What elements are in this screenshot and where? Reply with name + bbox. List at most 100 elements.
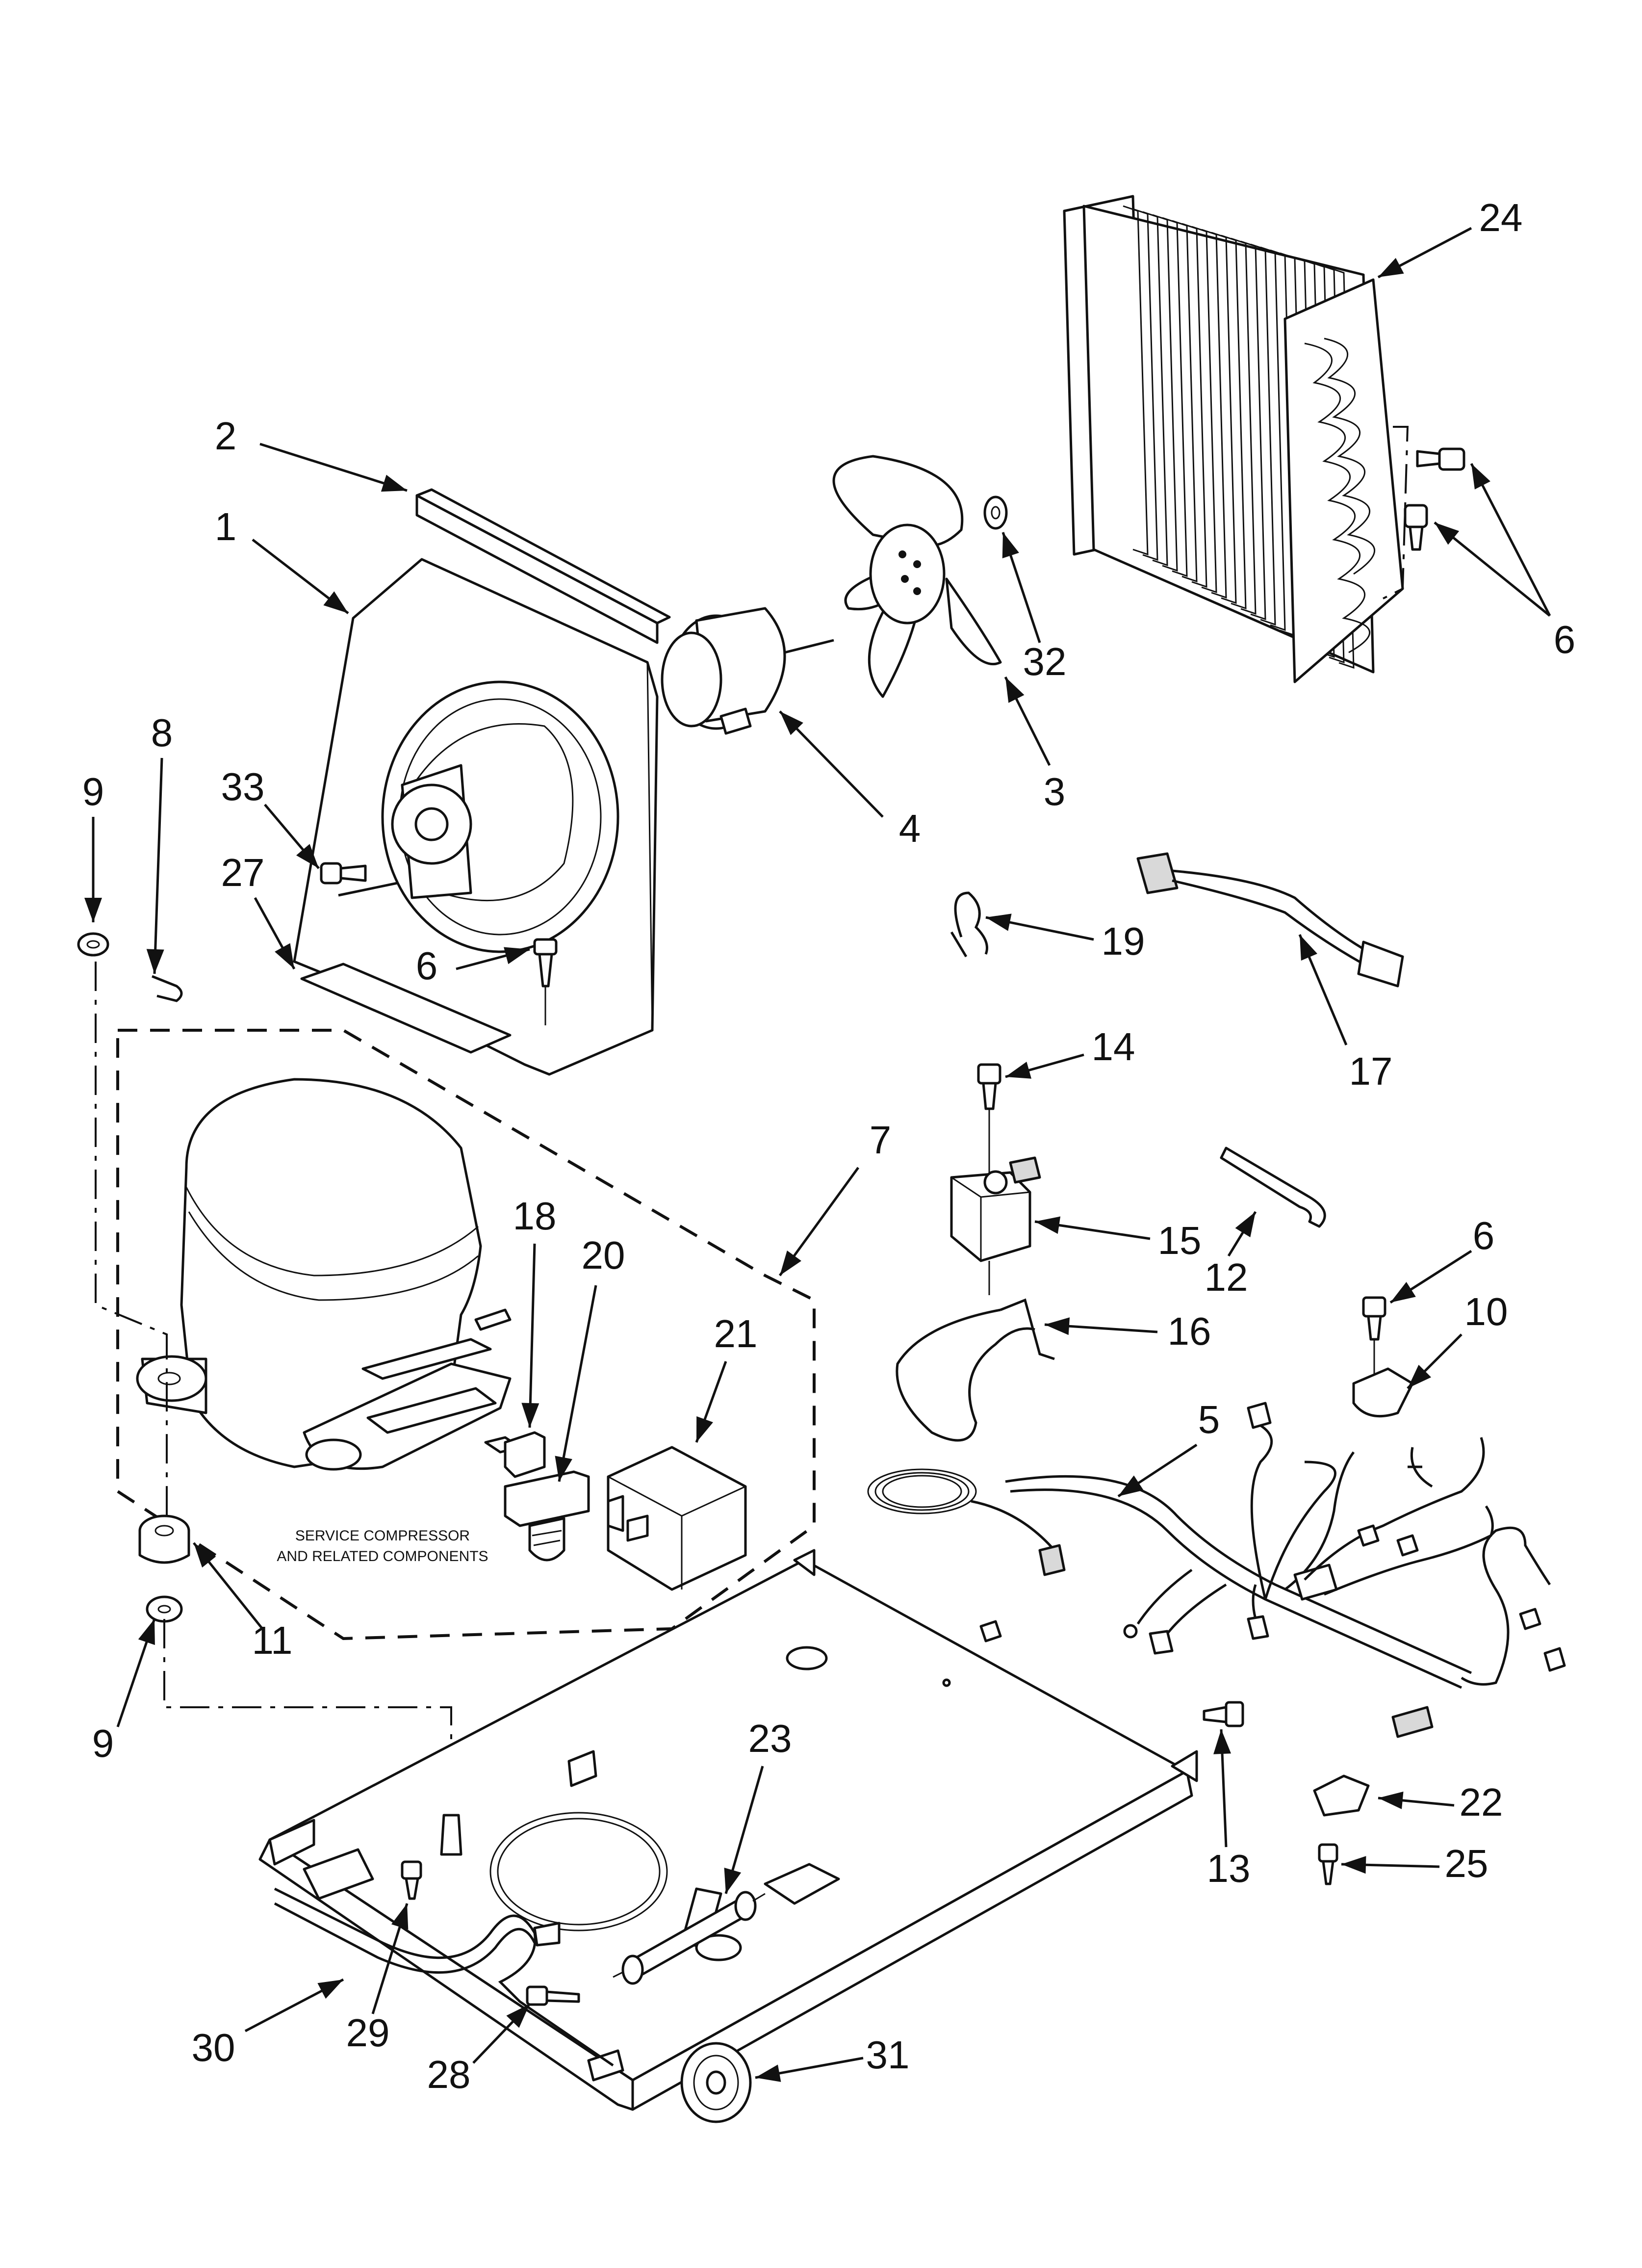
tube-12 <box>1220 1147 1326 1228</box>
condenser-fin <box>1191 226 1217 594</box>
leader-arrowhead <box>1118 1475 1144 1496</box>
leader-arrowhead <box>194 1543 216 1568</box>
bracket-plate <box>300 963 512 1054</box>
bolt-28 <box>526 1985 580 2006</box>
condenser-fin <box>1152 214 1178 572</box>
leader-arrowhead <box>696 1416 714 1442</box>
fan-motor <box>661 607 834 735</box>
leader-arrowhead <box>317 1980 343 1999</box>
condenser-fin <box>1123 205 1149 556</box>
callout-11: 11 <box>252 1618 292 1662</box>
leader-line <box>528 1243 536 1428</box>
grommet-11 <box>138 1514 190 1564</box>
callout-20: 20 <box>582 1233 625 1277</box>
callout-22: 22 <box>1460 1780 1503 1824</box>
leader-line <box>153 757 163 974</box>
callout-12: 12 <box>1205 1255 1248 1299</box>
washer-32 <box>983 495 1008 530</box>
callout-8: 8 <box>151 711 173 755</box>
callout-2: 2 <box>215 414 237 458</box>
callout-7: 7 <box>870 1118 892 1162</box>
callout-9-bottom: 9 <box>92 1721 114 1765</box>
leader-arrowhead <box>275 943 294 969</box>
callout-14: 14 <box>1092 1025 1135 1069</box>
leader-arrowhead <box>724 1867 742 1894</box>
screw-6-shroud <box>533 938 558 1025</box>
leader-arrowhead <box>1005 1062 1032 1079</box>
leader-arrowhead <box>138 1619 155 1645</box>
clip-22 <box>1313 1774 1370 1817</box>
leader-arrowhead <box>506 2004 530 2028</box>
screw-6-clamp <box>1362 1296 1386 1374</box>
screw-14 <box>977 1063 1001 1173</box>
callout-30: 30 <box>192 2026 235 2069</box>
fan-blade <box>832 455 1002 698</box>
callout-6-shroud: 6 <box>416 944 438 988</box>
callout-23: 23 <box>748 1717 792 1760</box>
condenser-fin <box>1162 217 1188 577</box>
callout-24: 24 <box>1479 196 1523 239</box>
leader-line <box>558 1285 597 1482</box>
callout-28: 28 <box>427 2053 471 2096</box>
callout-27: 27 <box>221 851 265 894</box>
clip-19 <box>950 891 988 958</box>
wire-harness-17 <box>1136 852 1404 988</box>
leader-arrowhead <box>504 947 530 965</box>
wire-bracket-16 <box>896 1298 1055 1442</box>
condenser-fin <box>1250 243 1276 626</box>
callout-31: 31 <box>866 2033 910 2077</box>
callout-10: 10 <box>1464 1290 1508 1333</box>
leader-arrowhead <box>323 591 348 613</box>
leader-line <box>1470 463 1551 617</box>
condenser-fin <box>1172 220 1198 583</box>
callout-6-clamp: 6 <box>1473 1214 1495 1257</box>
wheel-31 <box>680 2042 752 2123</box>
insulation-strip <box>415 488 671 644</box>
tube-30 <box>274 1887 614 2067</box>
leader-arrowhead <box>555 1456 572 1482</box>
leader-arrowhead <box>1435 522 1460 545</box>
screw-13 <box>1203 1701 1244 1727</box>
condenser-fin <box>1211 232 1237 604</box>
leader-arrowhead <box>1045 1317 1070 1335</box>
leader-arrowhead <box>1341 1856 1366 1874</box>
condenser-fin <box>1240 240 1266 621</box>
leader-arrowhead <box>1471 464 1490 490</box>
screw-33 <box>320 862 367 885</box>
condenser <box>1063 195 1409 683</box>
mounting-line-left <box>95 962 168 1516</box>
solenoid-15 <box>950 1156 1041 1295</box>
service-note-line1: SERVICE COMPRESSOR <box>295 1528 470 1544</box>
leader-arrowhead <box>1213 1729 1232 1754</box>
callout-1: 1 <box>215 505 237 548</box>
leader-lines <box>84 227 1551 2082</box>
leader-arrowhead <box>1300 935 1318 961</box>
condenser-fin <box>1181 223 1207 588</box>
condenser-fin <box>1260 246 1286 631</box>
leader-arrowhead <box>986 913 1012 931</box>
leader-arrowhead <box>780 1250 801 1276</box>
clip-8 <box>152 975 183 1002</box>
leader-arrowhead <box>1002 532 1019 559</box>
callout-25: 25 <box>1445 1842 1488 1885</box>
condenser-fin <box>1132 208 1158 561</box>
filter-drier-23 <box>613 1891 766 1985</box>
callout-15: 15 <box>1158 1219 1202 1262</box>
leader-arrowhead <box>1035 1216 1061 1234</box>
callout-17: 17 <box>1349 1049 1393 1093</box>
callout-29: 29 <box>346 2011 390 2055</box>
leader-arrowhead <box>146 949 164 974</box>
capacitor-21 <box>607 1446 747 1591</box>
condenser-fin <box>1231 237 1257 615</box>
callout-21: 21 <box>714 1312 758 1356</box>
condenser-fin <box>1221 235 1247 610</box>
condenser-fin <box>1142 211 1168 567</box>
callout-32: 32 <box>1023 640 1067 683</box>
washer-9-top <box>77 932 109 957</box>
fan-shroud <box>293 558 659 1076</box>
callout-18: 18 <box>513 1194 557 1238</box>
callout-9-top: 9 <box>82 770 104 813</box>
callout-16: 16 <box>1168 1309 1211 1353</box>
leader-arrowhead <box>1390 1281 1416 1303</box>
